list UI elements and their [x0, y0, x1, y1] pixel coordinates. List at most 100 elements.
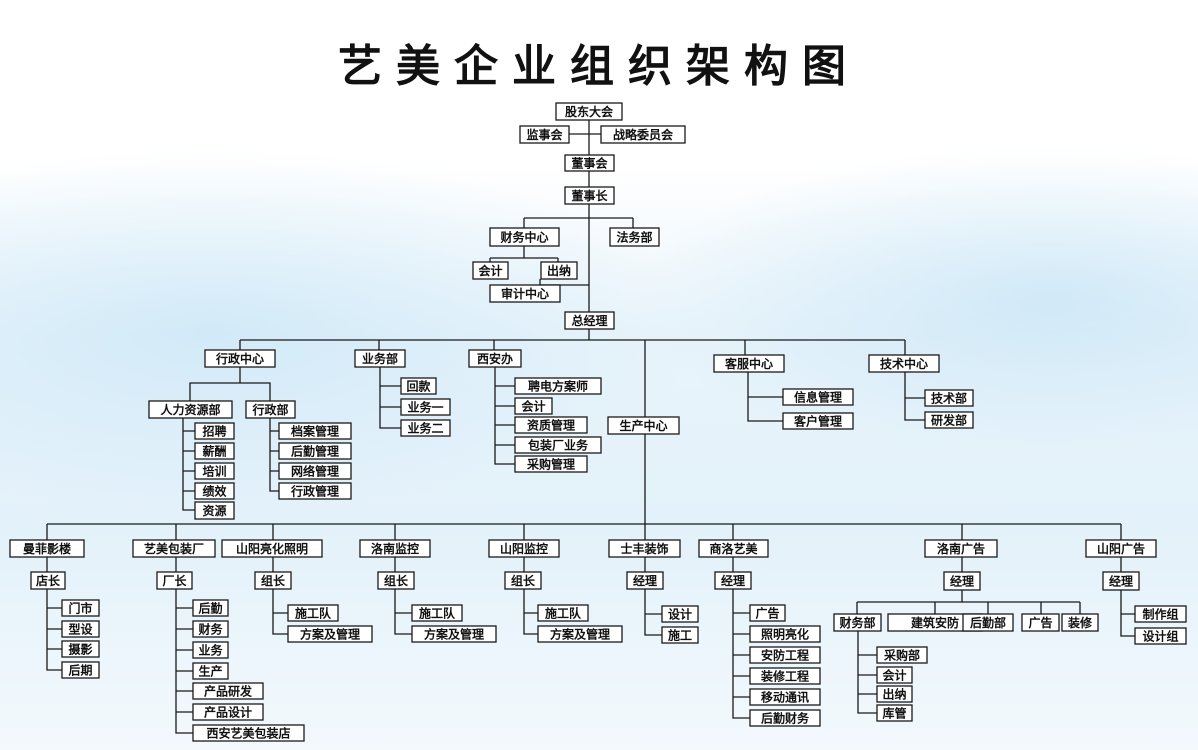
- node-box: [782, 388, 854, 406]
- node-box: [287, 604, 339, 622]
- node-jishubu: 技术部: [924, 389, 974, 407]
- node-label: 业务: [198, 643, 223, 658]
- node-box: [194, 501, 235, 520]
- node-box: [468, 349, 522, 368]
- node-dongshizhang: 董事长: [564, 186, 615, 205]
- node-sgd3: 施工队: [537, 604, 589, 622]
- node-ziyuan: 资源: [194, 501, 235, 520]
- node-label: 招聘: [202, 424, 226, 439]
- node-box: [1021, 613, 1060, 632]
- node-box: [61, 661, 100, 679]
- node-label: 后勤: [198, 601, 222, 616]
- node-label: 审计中心: [501, 286, 549, 301]
- node-label: 培训: [202, 464, 226, 479]
- node-box: [192, 724, 305, 742]
- node-label: 薪酬: [202, 444, 226, 459]
- node-box: [400, 377, 437, 395]
- node-box: [514, 397, 553, 415]
- node-label: 组长: [384, 573, 409, 588]
- node-shanyang-gg: 山阳广告: [1085, 539, 1157, 558]
- node-label: 曼菲影楼: [23, 541, 71, 556]
- node-box: [254, 571, 292, 590]
- node-box: [148, 400, 233, 419]
- node-box: [514, 436, 602, 454]
- node-box: [924, 389, 974, 407]
- node-box: [472, 261, 509, 280]
- node-label: 经理: [950, 574, 974, 589]
- node-label: 山阳广告: [1097, 541, 1145, 556]
- node-sl-zhaoming: 照明亮化: [749, 625, 821, 643]
- node-label: 经理: [1109, 574, 1133, 589]
- node-label: 生产: [198, 664, 222, 679]
- node-box: [608, 539, 681, 558]
- node-sgd2: 施工队: [411, 604, 463, 622]
- node-box: [504, 571, 542, 590]
- node-yewu1: 业务一: [400, 398, 451, 416]
- node-label: 行政中心: [215, 351, 264, 366]
- node-label: 山阳亮化照明: [236, 541, 308, 556]
- node-label: 建筑安防: [910, 615, 959, 630]
- node-ln-zhuangxiu: 装修: [1061, 613, 1099, 632]
- org-nodes: 股东大会监事会战略委员会董事会董事长财务中心法务部会计出纳审计中心总经理行政中心…: [9, 102, 1187, 742]
- node-box: [749, 667, 821, 685]
- node-label: 客服中心: [724, 356, 773, 371]
- node-fa2: 方案及管理: [411, 625, 497, 643]
- node-box: [661, 605, 699, 623]
- node-label: 后勤管理: [291, 444, 339, 459]
- node-label: 会计: [882, 668, 906, 683]
- node-box: [943, 571, 981, 591]
- node-yanfa: 研发部: [924, 411, 974, 429]
- node-label: 后勤部: [970, 615, 1006, 630]
- node-kuaiji: 会计: [472, 261, 509, 280]
- node-box: [782, 412, 854, 430]
- node-fawu: 法务部: [609, 227, 660, 247]
- node-box: [221, 539, 323, 558]
- node-sf-shigong: 施工: [661, 626, 699, 644]
- node-bz-shengchan: 生产: [192, 662, 229, 680]
- node-label: 施工队: [419, 606, 456, 621]
- node-box: [1134, 627, 1187, 645]
- node-box: [876, 704, 913, 722]
- node-box: [194, 422, 235, 440]
- node-label: 出纳: [547, 263, 571, 278]
- node-sl-guanggao: 广告: [749, 604, 786, 622]
- node-label: 设计组: [1142, 629, 1178, 644]
- node-label: 广告: [1028, 615, 1052, 630]
- node-label: 方案及管理: [550, 627, 610, 642]
- node-label: 出纳: [882, 687, 906, 702]
- node-bz-caiwu: 财务: [192, 620, 229, 638]
- node-label: 董事会: [571, 156, 608, 171]
- node-label: 行政管理: [290, 484, 339, 499]
- node-label: 山阳监控: [500, 541, 548, 556]
- node-label: 制作组: [1142, 607, 1178, 622]
- node-box: [749, 709, 821, 727]
- node-box: [868, 354, 940, 373]
- node-box: [192, 599, 229, 617]
- node-label: 股东大会: [565, 104, 614, 119]
- node-box: [156, 571, 193, 590]
- node-box: [192, 703, 264, 721]
- node-label: 摄影: [68, 642, 92, 657]
- node-label: 洛南监控: [371, 541, 419, 556]
- node-label: 聘电方案师: [528, 379, 588, 394]
- node-label: 行政部: [251, 402, 288, 417]
- node-sy-sheji: 设计组: [1134, 627, 1187, 645]
- node-label: 厂长: [162, 573, 187, 588]
- node-manfei: 曼菲影楼: [9, 539, 85, 558]
- node-box: [564, 186, 615, 205]
- node-label: 后勤财务: [761, 711, 810, 726]
- node-box: [278, 422, 352, 440]
- node-box: [400, 419, 451, 437]
- node-box: [833, 613, 882, 632]
- node-jl-sf: 经理: [626, 571, 664, 590]
- node-label: 库管: [882, 706, 906, 721]
- node-label: 洛南广告: [937, 541, 985, 556]
- node-box: [61, 620, 100, 638]
- node-label: 设计: [668, 607, 692, 622]
- node-shenji: 审计中心: [489, 284, 561, 303]
- node-box: [749, 625, 821, 643]
- node-renli: 人力资源部: [148, 400, 233, 419]
- node-box: [287, 625, 373, 643]
- node-label: 业务一: [407, 400, 443, 415]
- node-label: 包装厂业务: [527, 438, 589, 453]
